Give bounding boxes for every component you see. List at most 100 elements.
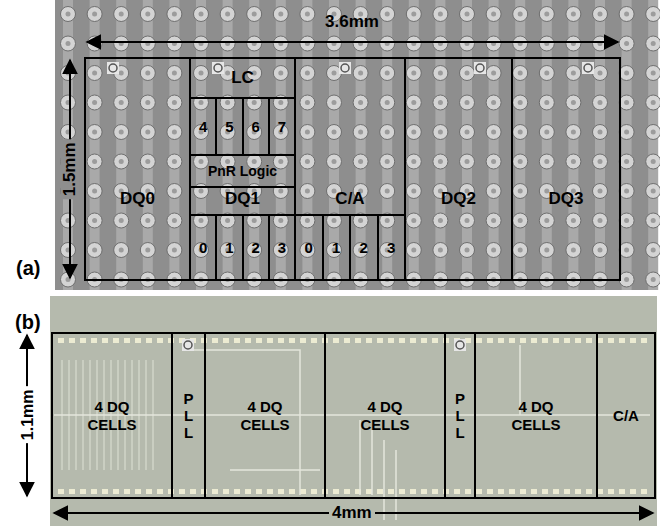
- dimension-arrow: [87, 41, 618, 43]
- io-pad: [267, 338, 273, 343]
- io-pad: [641, 338, 647, 343]
- solder-bump: [380, 7, 395, 22]
- io-pad: [388, 338, 394, 343]
- io-pad: [498, 338, 504, 343]
- solder-bump: [619, 184, 634, 199]
- solder-bump: [593, 95, 608, 110]
- solder-bump: [87, 243, 102, 258]
- probe-pad: [474, 62, 486, 74]
- lane-cell: 7: [268, 97, 296, 156]
- solder-bump: [87, 95, 102, 110]
- solder-bump: [566, 154, 581, 169]
- pll-block: PLL: [171, 332, 206, 499]
- solder-bump: [486, 95, 501, 110]
- io-pad: [344, 489, 350, 494]
- solder-bump: [61, 125, 76, 140]
- block-label: 2: [251, 239, 259, 256]
- block-label: DQ1: [225, 189, 260, 209]
- solder-bump: [114, 36, 129, 51]
- io-pad: [531, 338, 537, 343]
- solder-bump: [380, 184, 395, 199]
- solder-bump: [220, 7, 235, 22]
- io-pad: [124, 338, 130, 343]
- solder-bump: [353, 36, 368, 51]
- io-pad: [586, 489, 592, 494]
- solder-bump: [593, 154, 608, 169]
- solder-bump: [486, 66, 501, 81]
- io-pad: [421, 338, 427, 343]
- solder-bump: [406, 95, 421, 110]
- probe-pad: [212, 62, 224, 74]
- solder-bump: [194, 184, 209, 199]
- solder-bump: [539, 95, 554, 110]
- solder-bump: [87, 125, 102, 140]
- solder-bump: [87, 7, 102, 22]
- solder-bump: [380, 66, 395, 81]
- solder-bump: [327, 36, 342, 51]
- solder-bump: [61, 7, 76, 22]
- solder-bump: [566, 7, 581, 22]
- solder-bump: [619, 272, 634, 287]
- solder-bump: [539, 243, 554, 258]
- io-pad: [575, 489, 581, 494]
- io-pad: [223, 489, 229, 494]
- block-region: 4 DQ CELLS: [324, 332, 446, 499]
- io-pad: [553, 338, 559, 343]
- solder-bump: [646, 272, 660, 287]
- solder-bump: [167, 7, 182, 22]
- solder-bump: [593, 7, 608, 22]
- io-pad: [58, 489, 64, 494]
- io-pad: [520, 489, 526, 494]
- io-pad: [586, 338, 592, 343]
- io-pad: [509, 489, 515, 494]
- block-region: 4 DQ CELLS: [204, 332, 326, 499]
- lane-cell: 0: [189, 214, 217, 281]
- solder-bump: [247, 7, 262, 22]
- solder-bump: [114, 125, 129, 140]
- solder-bump: [353, 125, 368, 140]
- solder-bump: [87, 66, 102, 81]
- solder-bump: [619, 154, 634, 169]
- io-pad: [190, 489, 196, 494]
- solder-bump: [539, 154, 554, 169]
- block-label: DQ3: [549, 189, 584, 209]
- io-pad: [454, 489, 460, 494]
- io-pad: [300, 338, 306, 343]
- solder-bump: [566, 243, 581, 258]
- lane-cell: 6: [242, 97, 270, 156]
- solder-bump: [566, 66, 581, 81]
- solder-bump: [619, 95, 634, 110]
- solder-bump: [300, 95, 315, 110]
- solder-bump: [327, 154, 342, 169]
- block-region: DQ2: [404, 57, 513, 281]
- io-pad: [179, 489, 185, 494]
- io-pad: [289, 489, 295, 494]
- lane-cell: 4: [189, 97, 217, 156]
- solder-bump: [486, 154, 501, 169]
- block-label: 5: [225, 118, 233, 135]
- solder-bump: [194, 66, 209, 81]
- io-pad: [278, 489, 284, 494]
- solder-bump: [300, 154, 315, 169]
- lane-cell: 0: [294, 214, 324, 281]
- block-label: 4 DQ CELLS: [71, 398, 153, 433]
- io-pad: [608, 489, 614, 494]
- solder-bump: [646, 66, 660, 81]
- lane-cell: 2: [349, 214, 379, 281]
- io-pad: [58, 338, 64, 343]
- solder-bump: [433, 95, 448, 110]
- metal-wire: [383, 440, 385, 520]
- solder-bump: [433, 213, 448, 228]
- solder-bump: [167, 243, 182, 258]
- block-label: 3: [387, 239, 395, 256]
- solder-bump: [140, 66, 155, 81]
- solder-bump: [300, 66, 315, 81]
- io-pad: [465, 489, 471, 494]
- solder-bump: [273, 7, 288, 22]
- solder-bump: [566, 36, 581, 51]
- block-region: C/A0123: [294, 57, 406, 281]
- io-pad: [476, 489, 482, 494]
- solder-bump: [273, 36, 288, 51]
- metal-wire: [395, 450, 397, 520]
- solder-bump: [406, 154, 421, 169]
